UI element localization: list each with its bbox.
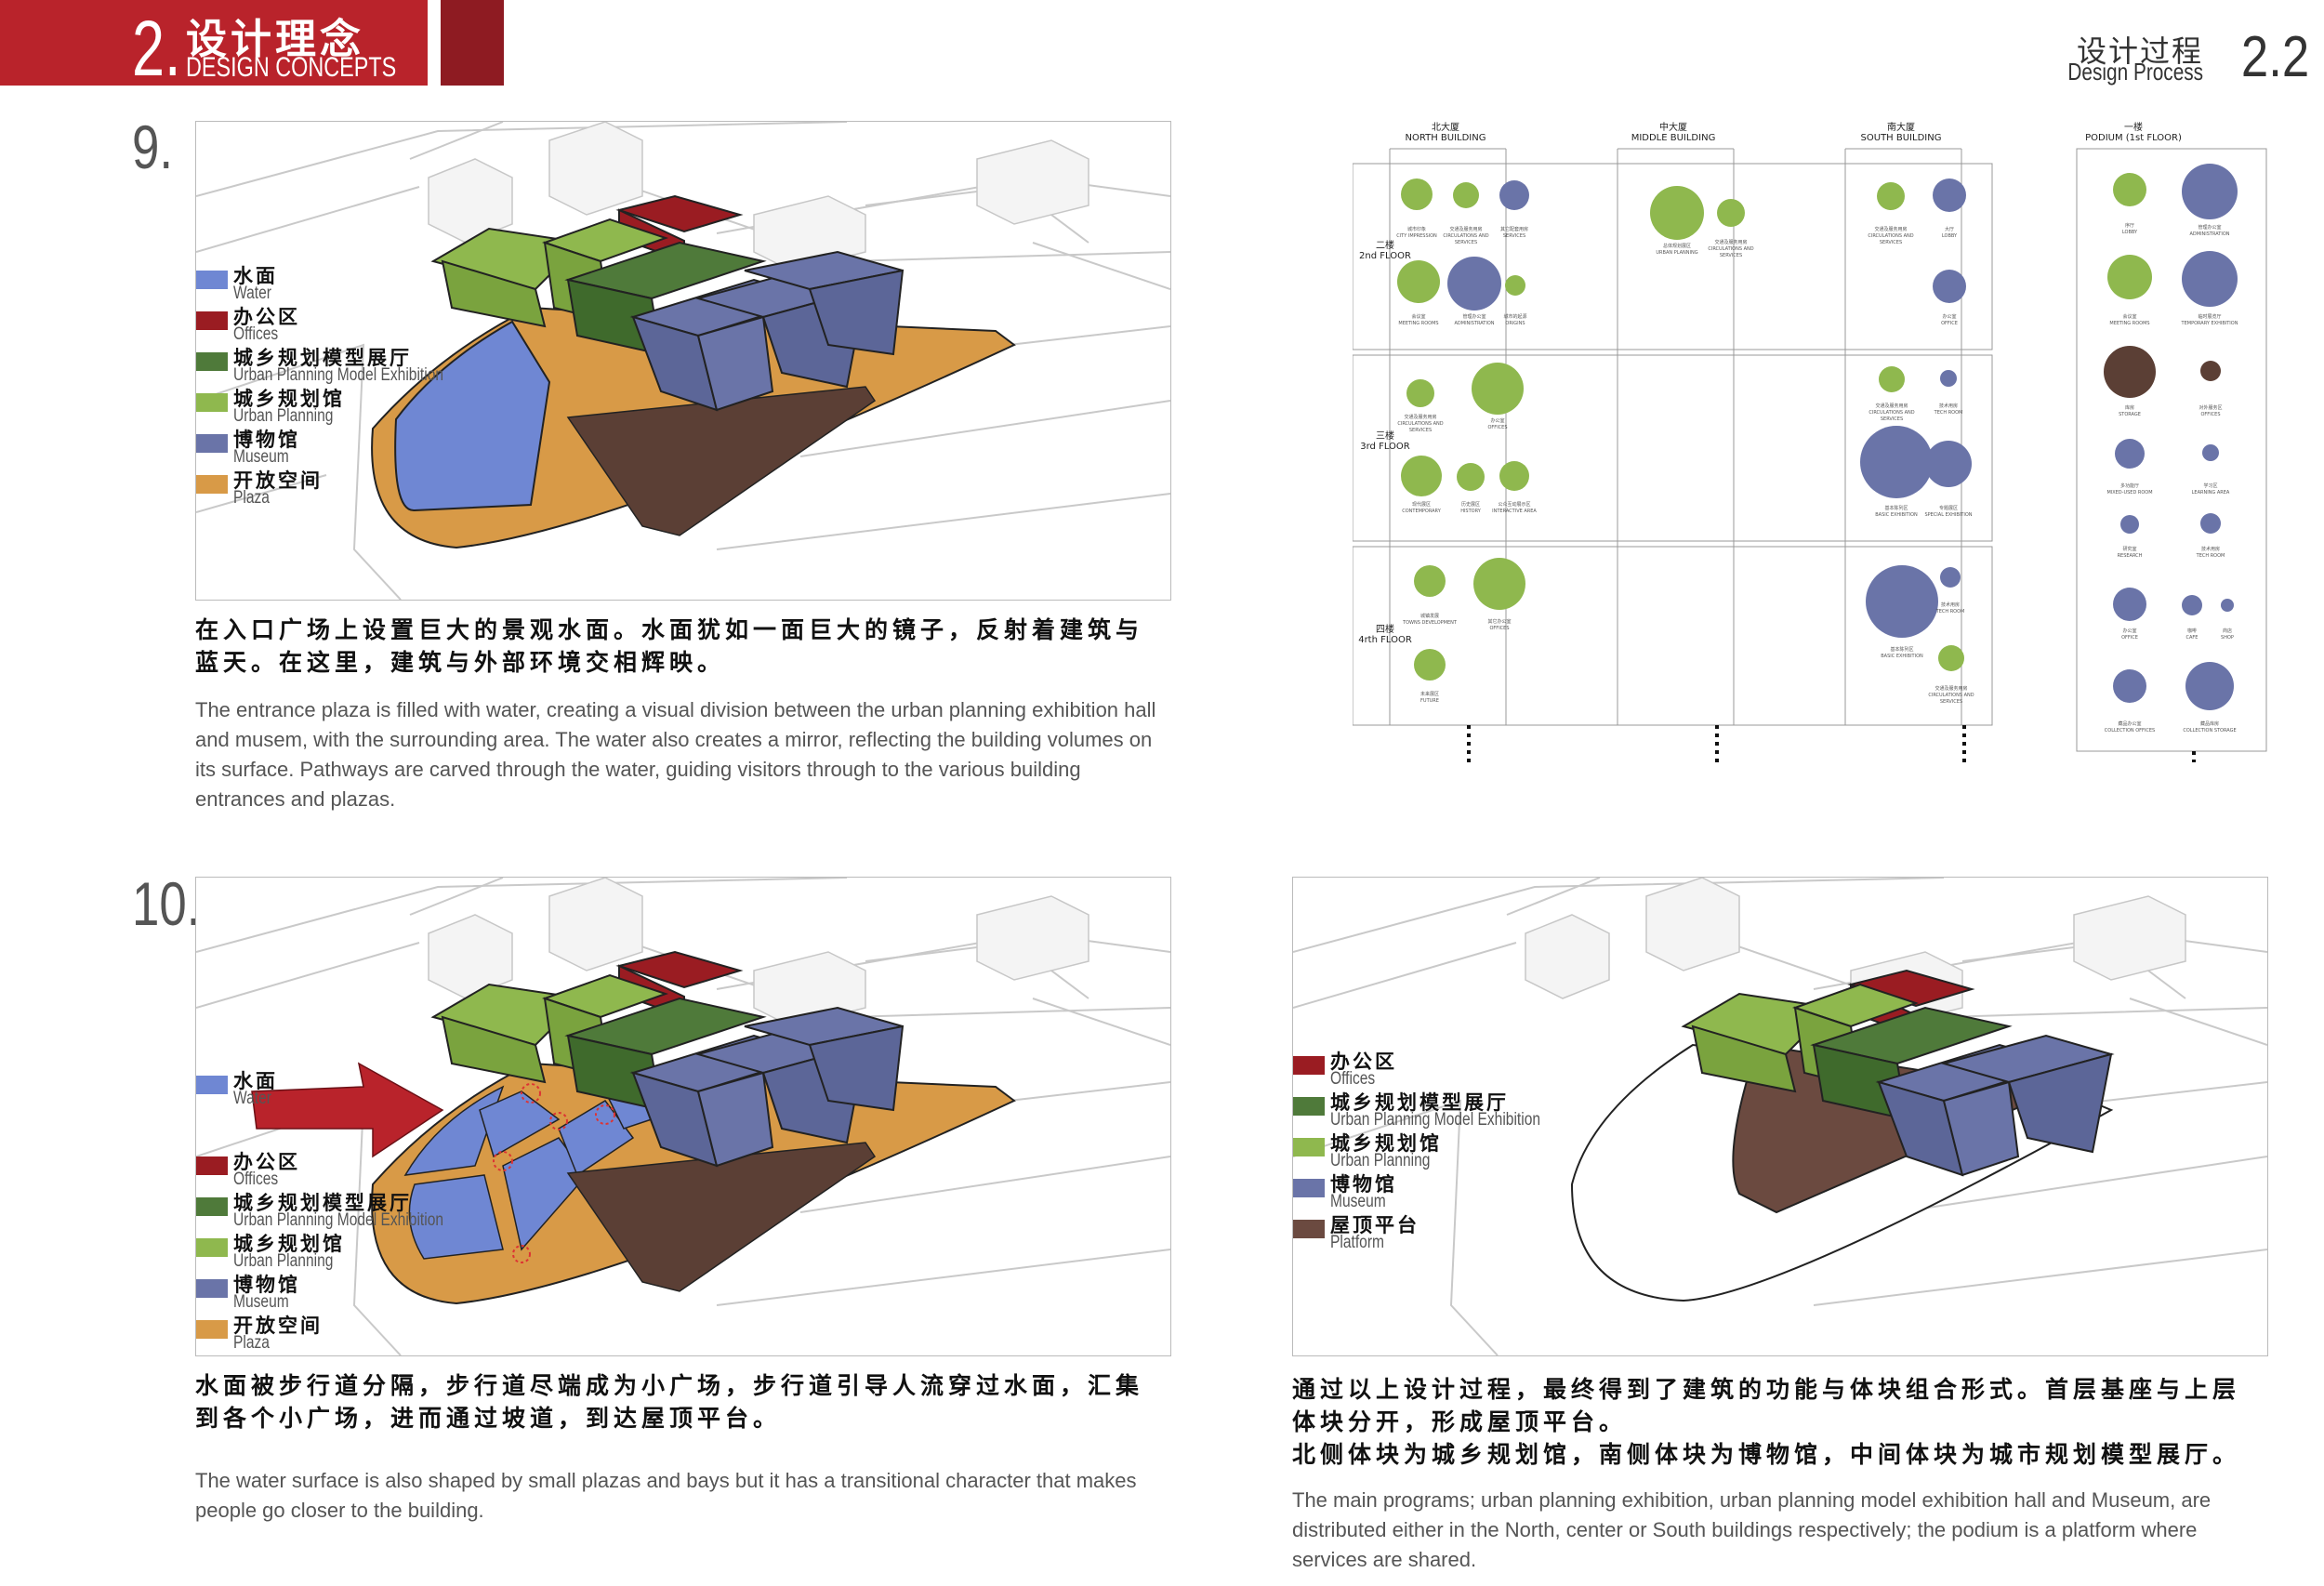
step-10-number: 10.	[132, 869, 201, 938]
program-circle	[1879, 366, 1905, 392]
program-circle	[2200, 513, 2221, 534]
program-circle	[1940, 567, 1961, 588]
legend-swatch-urban-planning	[196, 393, 228, 412]
final-text-en: The main programs; urban planning exhibi…	[1292, 1488, 2212, 1571]
program-circle	[1938, 645, 1964, 671]
program-circle	[2107, 255, 2152, 299]
program-circle	[1877, 182, 1905, 210]
legend-swatch-museum	[1293, 1179, 1325, 1197]
program-circle	[1401, 456, 1442, 496]
program-circle	[1933, 270, 1966, 303]
legend-swatch-plaza	[196, 1320, 228, 1339]
program-circle	[2202, 444, 2219, 461]
legend-swatch-urban-planning	[196, 1238, 228, 1257]
program-grid	[1353, 148, 2267, 762]
legend-swatch-model-exhibition	[1293, 1097, 1325, 1116]
legend-swatch-offices	[1293, 1056, 1325, 1075]
program-circle	[2182, 164, 2238, 219]
section-number: 2.	[132, 5, 181, 92]
program-circle	[2185, 662, 2234, 710]
legend-swatch-water	[196, 1076, 228, 1094]
program-circle	[1650, 186, 1704, 240]
final-axonometric	[1293, 878, 2267, 1355]
program-circle	[1397, 260, 1440, 303]
program-circle	[1505, 275, 1525, 296]
program-circle	[1453, 182, 1479, 208]
program-circle	[1414, 565, 1446, 597]
step-10-axonometric	[196, 878, 1170, 1355]
legend-swatch-museum	[196, 434, 228, 453]
program-circle	[1499, 180, 1529, 210]
program-circle	[2120, 515, 2139, 534]
step-9-text-en: The entrance plaza is filled with water,…	[195, 698, 1156, 811]
legend-swatch-platform	[1293, 1220, 1325, 1238]
header-banner	[0, 0, 428, 86]
legend-swatch-offices	[196, 1156, 228, 1175]
legend-swatch-museum	[196, 1279, 228, 1298]
entry-arrow-icon	[251, 1062, 444, 1158]
program-circle	[1447, 257, 1501, 311]
step-10-text-en: The water surface is also shaped by smal…	[195, 1469, 1137, 1522]
program-circle	[1457, 463, 1485, 491]
program-circle	[2104, 346, 2156, 398]
program-circle	[1860, 426, 1933, 498]
subsection-number: 2.2	[2240, 25, 2309, 89]
program-circle	[1940, 370, 1957, 387]
program-circle	[1866, 565, 1938, 638]
header-banner-accent	[441, 0, 504, 86]
program-connectors	[1467, 725, 2196, 762]
program-circle	[2182, 595, 2202, 615]
legend-swatch-offices	[196, 311, 228, 330]
program-circle	[1499, 461, 1529, 491]
subsection-title-cn: 设计过程	[2076, 33, 2203, 69]
program-circle	[1472, 363, 1524, 415]
legend-swatch-model-exhibition	[196, 1197, 228, 1216]
legend-swatch-model-exhibition	[196, 352, 228, 371]
legend-swatch-urban-planning	[1293, 1138, 1325, 1156]
step-9-number: 9.	[132, 112, 174, 181]
program-circle	[1717, 199, 1745, 227]
program-circle	[1933, 178, 1966, 212]
program-circle	[1414, 649, 1446, 681]
program-circle	[2113, 588, 2146, 621]
program-circle	[2200, 361, 2221, 381]
program-circle	[1401, 178, 1433, 210]
program-circle	[1473, 558, 1525, 610]
program-circle	[2113, 669, 2146, 703]
legend-swatch-water	[196, 271, 228, 289]
legend-swatch-plaza	[196, 475, 228, 494]
program-circle	[1925, 441, 1972, 487]
section-title-en: DESIGN CONCEPTS	[186, 52, 397, 83]
step-9-text-cn: 在入口广场上设置巨大的景观水面。水面犹如一面巨大的镜子，反射着建筑与 蓝天。在这…	[195, 616, 1144, 676]
program-circle	[1406, 379, 1434, 407]
program-circle	[2221, 599, 2234, 612]
program-circle	[2113, 173, 2146, 206]
program-circle	[2182, 251, 2238, 307]
final-text-cn: 通过以上设计过程，最终得到了建筑的功能与体块组合形式。首层基座与上层 体块分开，…	[1292, 1376, 2241, 1468]
section-title-cn: 设计理念	[186, 16, 364, 63]
program-circle	[2115, 439, 2145, 469]
subsection-title-en: Design Process	[2067, 58, 2203, 86]
step-10-text-cn: 水面被步行道分隔，步行道尽端成为小广场，步行道引导人流穿过水面，汇集 到各个小广…	[195, 1372, 1144, 1432]
step-9-axonometric	[196, 122, 1170, 600]
